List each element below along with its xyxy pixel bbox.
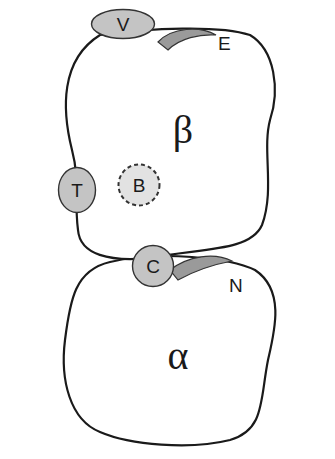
- subunit-shape: [64, 256, 276, 445]
- subunit-label: β: [173, 110, 193, 150]
- alpha-subunit: α: [58, 248, 284, 448]
- site-letter: B: [133, 176, 146, 195]
- site-shape: [133, 246, 174, 287]
- subunit-outline: [55, 20, 285, 270]
- subunit-shape: [66, 29, 275, 259]
- site-shape: [59, 168, 96, 213]
- site-letter: V: [117, 15, 130, 34]
- site-letter: C: [146, 257, 160, 276]
- site-label: N: [229, 276, 243, 295]
- site-ellipse: V: [90, 8, 156, 40]
- site-shape: [92, 10, 155, 39]
- subunit-label: α: [168, 336, 189, 376]
- site-shape: [119, 165, 160, 206]
- site-ellipse: T: [57, 166, 97, 214]
- site-letter: T: [71, 181, 83, 200]
- site-circle: C: [131, 244, 175, 288]
- buried-site: B: [117, 163, 161, 207]
- beta-subunit: βT B: [55, 20, 285, 270]
- site-label: E: [218, 34, 231, 53]
